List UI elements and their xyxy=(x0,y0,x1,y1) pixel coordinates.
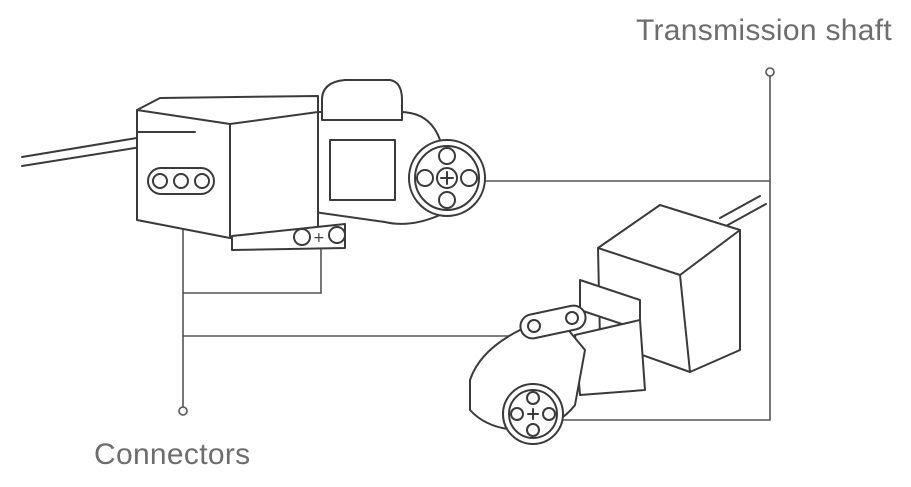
top-hub-hole-w xyxy=(416,169,434,187)
top-motor-side-block xyxy=(329,139,396,201)
top-hub-cross-icon xyxy=(440,171,454,185)
top-motor-clip xyxy=(321,79,403,121)
top-bottom-hole-1 xyxy=(293,228,311,246)
top-hub-hole-e xyxy=(460,169,478,187)
top-servo-motor: + xyxy=(21,79,486,251)
top-hub-hole-s xyxy=(438,191,456,209)
bottom-hub-hole-n xyxy=(526,391,540,405)
top-motor-bottom-connector xyxy=(231,223,346,251)
top-connector-hole-3 xyxy=(194,173,210,189)
bottom-connector-hole-1 xyxy=(527,319,541,333)
connectors-label: Connectors xyxy=(94,438,251,471)
connectors-callout-dot xyxy=(178,406,188,416)
bottom-hub-hole-e xyxy=(542,407,556,421)
bottom-servo-motor xyxy=(469,195,767,445)
bottom-motor-side-block xyxy=(574,319,646,396)
bottom-hub-hole-s xyxy=(526,423,540,437)
shaft-callout-dot xyxy=(765,67,775,77)
bottom-hub-cross-icon xyxy=(527,408,539,420)
top-hub-hole-n xyxy=(438,147,456,165)
top-connector-hole-1 xyxy=(152,173,168,189)
top-connector-hole-2 xyxy=(173,173,189,189)
bottom-motor-cable xyxy=(719,195,767,227)
transmission-shaft-label: Transmission shaft xyxy=(636,14,893,47)
top-bottom-hole-2 xyxy=(328,226,346,244)
top-bottom-cross-mark: + xyxy=(313,230,325,246)
bottom-hub-hole-w xyxy=(510,407,524,421)
bottom-connector-hole-2 xyxy=(565,311,579,325)
bottom-motor-box-corner xyxy=(679,274,691,373)
